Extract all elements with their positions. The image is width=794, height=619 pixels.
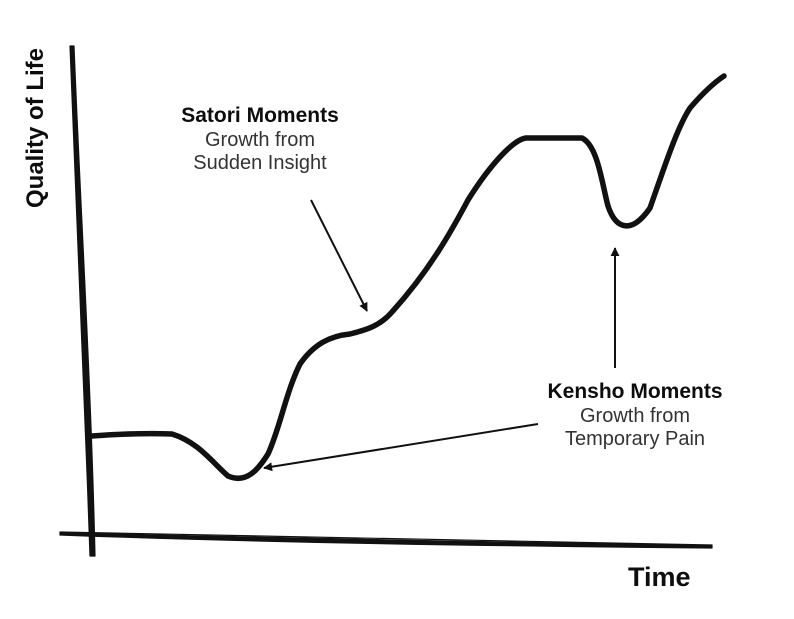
satori-subtext-line-2: Sudden Insight: [193, 152, 327, 175]
quality-of-life-curve: [89, 73, 727, 481]
satori-subtext-line-1: Growth from: [204, 128, 316, 151]
x-axis-line: [59, 531, 713, 549]
kensho-subtext-line-2: Temporary Pain: [564, 428, 706, 451]
y-axis-label: Quality of Life: [22, 47, 49, 209]
satori-annotation: Satori Moments Growth from Sudden Insigh…: [160, 104, 360, 176]
y-axis-line: [69, 45, 96, 557]
kensho-arrow-to-dip: [263, 423, 539, 472]
kensho-annotation: Kensho Moments Growth from Temporary Pai…: [525, 380, 745, 452]
satori-heading: Satori Moments: [181, 104, 339, 127]
x-axis-label: Time: [628, 562, 691, 592]
kensho-subtext-line-1: Growth from: [579, 404, 691, 427]
kensho-heading: Kensho Moments: [547, 380, 723, 403]
satori-arrow: [310, 199, 368, 312]
